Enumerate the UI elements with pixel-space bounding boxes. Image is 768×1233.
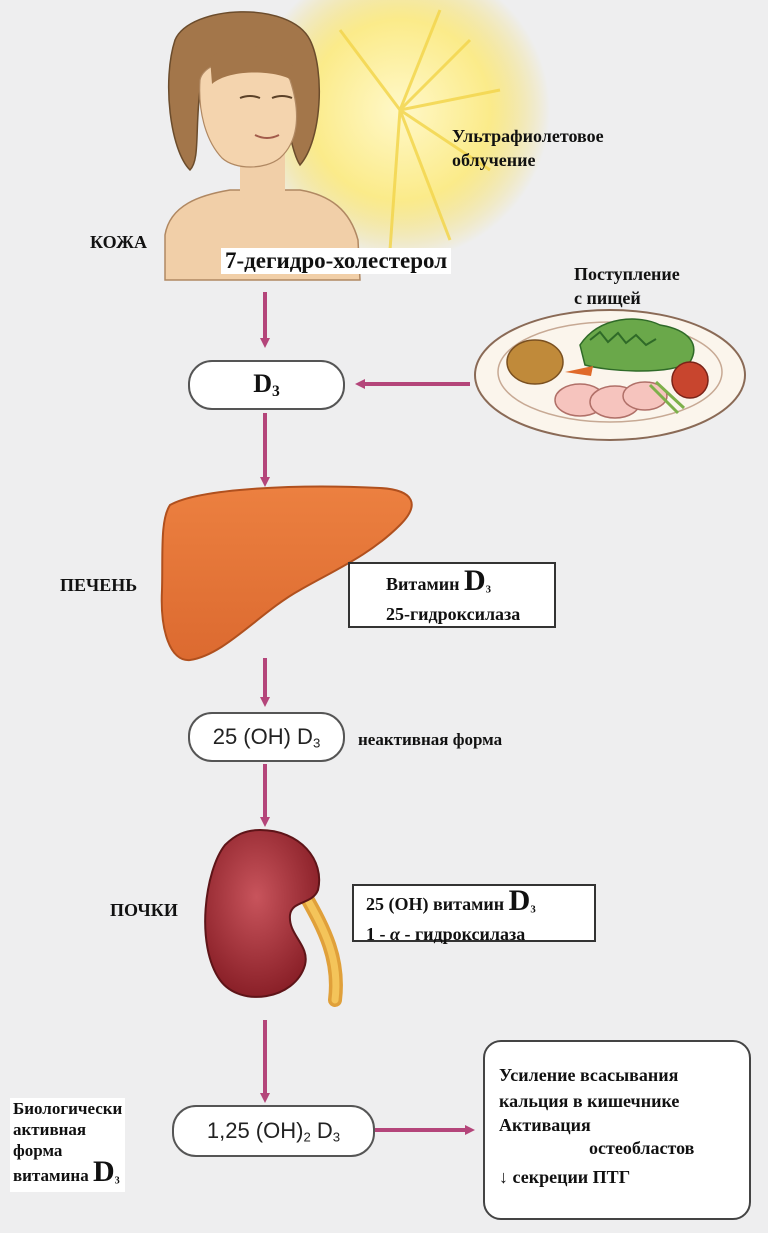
kidney-illustration: [204, 828, 343, 1007]
liver-label: ПЕЧЕНЬ: [60, 575, 138, 595]
diet-label-line1: Поступление: [574, 264, 680, 284]
uv-label-line1: Ультрафиолетовое: [452, 126, 604, 146]
active-formula-sub1: 2: [303, 1129, 311, 1145]
effects-line2: кальция в кишечнике: [499, 1091, 680, 1111]
liver-enzyme-name: 25-гидроксилаза: [386, 603, 521, 624]
precursor-label: 7-дегидро-холестерол: [221, 248, 452, 274]
diet-label-line2: с пищей: [574, 288, 641, 308]
liver-enzyme-vitamin-label: Витамин: [386, 574, 460, 594]
effects-line5: секреции ПТГ: [512, 1167, 631, 1187]
effects-line4: остеобластов: [589, 1138, 695, 1158]
active-formula-mid: D: [310, 1117, 333, 1143]
liver-enzyme-vitamin-symbol: D: [463, 564, 486, 597]
active-form-caption: Биологически активная форма витамина D3: [10, 1098, 126, 1192]
food-plate-illustration: [474, 309, 746, 441]
uv-label-line2: облучение: [452, 150, 536, 170]
liver-illustration: [160, 485, 413, 662]
kidney-enzyme-line1: 25 (OH) витамин: [366, 894, 505, 914]
kidney-label: ПОЧКИ: [110, 900, 178, 920]
active-caption-line4: витамина: [13, 1166, 89, 1185]
pathway-arrows: [260, 292, 475, 1135]
diet-label: Поступление с пищей: [574, 262, 680, 310]
effects-line3: Активация: [499, 1115, 591, 1135]
liver-enzyme-box: Витамин D3 25-гидроксилаза: [348, 562, 556, 628]
inactive-form-pill: 25 (OH) D3: [188, 712, 345, 762]
effects-box: Усиление всасывания кальция в кишечнике …: [483, 1040, 751, 1220]
active-formula-sub2: 3: [332, 1129, 341, 1145]
active-caption-line1: Биологически: [13, 1099, 123, 1118]
active-caption-line3: форма: [13, 1141, 63, 1160]
d3-symbol: D: [253, 369, 272, 399]
uv-label: Ультрафиолетовое облучение: [452, 124, 604, 172]
kidney-enzyme-vitamin-symbol: D: [508, 884, 531, 917]
d3-subscript: 3: [271, 382, 280, 400]
alpha-symbol: α: [390, 923, 400, 944]
active-caption-vitamin-symbol: D: [92, 1155, 115, 1188]
effects-line1: Усиление всасывания: [499, 1065, 679, 1085]
inactive-form-note: неактивная форма: [358, 730, 503, 749]
kidney-enzyme-vitamin-subscript: 3: [530, 903, 536, 916]
liver-enzyme-vitamin-subscript: 3: [485, 583, 492, 596]
d3-pill: D3: [188, 360, 345, 410]
inactive-formula: 25 (OH) D: [212, 723, 313, 749]
active-caption-line2: активная: [13, 1120, 87, 1139]
active-formula-prefix: 1,25 (OH): [206, 1117, 304, 1143]
kidney-enzyme-suffix: - гидроксилаза: [404, 923, 526, 944]
active-caption-vitamin-subscript: 3: [114, 1175, 120, 1187]
inactive-formula-subscript: 3: [312, 735, 321, 751]
kidney-enzyme-prefix: 1 -: [366, 923, 386, 944]
sun-rays-icon: [250, 0, 550, 260]
skin-label: КОЖА: [90, 232, 147, 252]
kidney-enzyme-box: 25 (OH) витамин D3 1 - α - гидроксилаза: [352, 884, 596, 944]
down-arrow-icon: ↓: [499, 1167, 508, 1187]
active-form-pill: 1,25 (OH)2 D3: [172, 1105, 375, 1157]
